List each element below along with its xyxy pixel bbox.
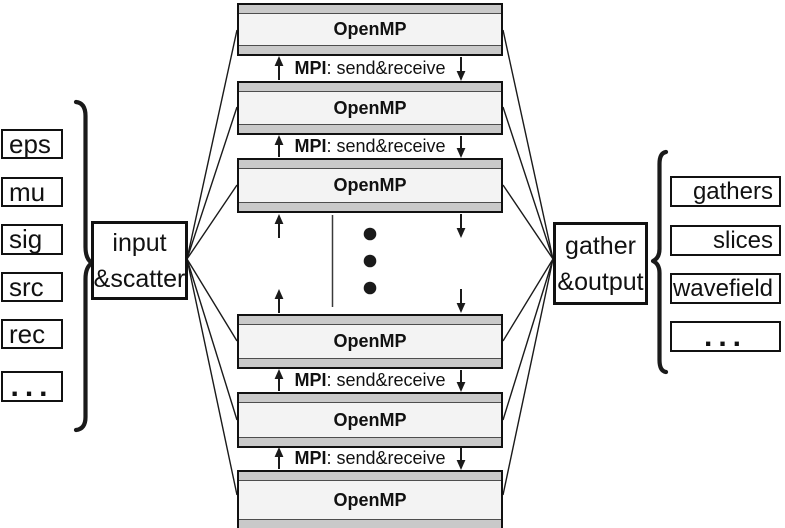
openmp-label: OpenMP xyxy=(333,331,407,351)
input-item-mu: mu xyxy=(1,177,63,207)
openmp-node-6: OpenMP xyxy=(237,470,503,528)
mpi-rest: : send&receive xyxy=(326,370,446,390)
mpi-arrows xyxy=(274,56,466,470)
memory-bar-top xyxy=(239,316,501,325)
mpi-bold: MPI xyxy=(294,370,327,390)
input-item-more: ... xyxy=(1,371,63,402)
memory-bar-bottom xyxy=(239,358,501,367)
output-item-more: ... xyxy=(670,321,781,352)
gather-output-line2: &output xyxy=(557,267,644,296)
mpi-bold: MPI xyxy=(294,58,327,78)
gather-output-line1: gather xyxy=(565,231,636,260)
input-item-sig: sig xyxy=(1,224,63,255)
input-item-src: src xyxy=(1,272,63,302)
memory-bar-top xyxy=(239,83,501,92)
openmp-label: OpenMP xyxy=(333,97,407,118)
memory-bar-bottom xyxy=(239,202,501,211)
input-scatter-line2: &scatter xyxy=(93,264,186,293)
input-scatter-node: input &scatter xyxy=(91,221,188,300)
memory-bar-top xyxy=(239,160,501,169)
memory-bar-bottom xyxy=(239,124,501,133)
memory-bar-bottom xyxy=(239,519,501,528)
mpi-rest: : send&receive xyxy=(326,136,446,156)
openmp-label: OpenMP xyxy=(333,175,407,195)
output-item-wavefield: wavefield xyxy=(670,273,781,304)
right-brace xyxy=(650,149,669,375)
input-scatter-line1: input xyxy=(112,228,167,257)
input-item-rec: rec xyxy=(1,319,63,349)
scatter-fan-lines xyxy=(186,29,238,496)
input-item-eps: eps xyxy=(1,129,63,159)
openmp-node-5: OpenMP xyxy=(237,392,503,448)
memory-bar-top xyxy=(239,394,501,403)
mpi-link-label-2: MPI: send&receive xyxy=(237,134,503,158)
memory-bar-top xyxy=(239,472,501,481)
mpi-link-label-1: MPI: send&receive xyxy=(237,56,503,80)
openmp-label: OpenMP xyxy=(333,489,407,510)
memory-bar-bottom xyxy=(239,437,501,446)
mpi-bold: MPI xyxy=(294,448,327,468)
mpi-link-label-3: MPI: send&receive xyxy=(237,368,503,392)
openmp-node-4: OpenMP xyxy=(237,314,503,369)
gather-output-node: gather &output xyxy=(553,222,648,305)
output-item-gathers: gathers xyxy=(670,176,781,207)
openmp-label: OpenMP xyxy=(333,19,407,39)
mpi-rest: : send&receive xyxy=(326,58,446,78)
mpi-rest: : send&receive xyxy=(326,448,446,468)
openmp-label: OpenMP xyxy=(333,409,407,430)
output-item-slices: slices xyxy=(670,225,781,256)
openmp-node-2: OpenMP xyxy=(237,81,503,135)
ellipsis-dots xyxy=(363,227,377,295)
gather-fan-lines xyxy=(502,29,554,496)
mpi-link-label-4: MPI: send&receive xyxy=(237,446,503,470)
memory-bar-bottom xyxy=(239,45,501,54)
openmp-node-1: OpenMP xyxy=(237,3,503,56)
mpi-bold: MPI xyxy=(294,136,327,156)
openmp-node-3: OpenMP xyxy=(237,158,503,213)
left-brace xyxy=(73,99,95,433)
memory-bar-top xyxy=(239,5,501,14)
